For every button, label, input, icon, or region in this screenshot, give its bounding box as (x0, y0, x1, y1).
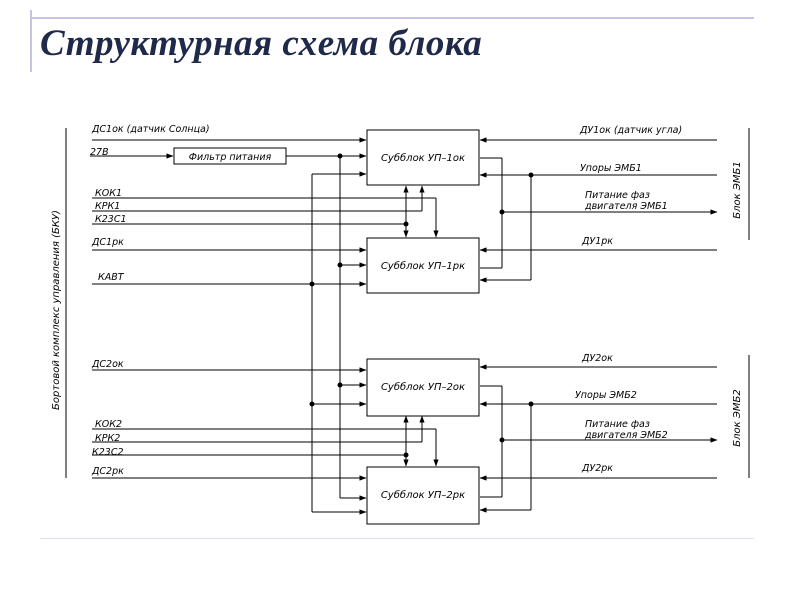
signal-k23s2: К23С2 (92, 447, 124, 458)
signal-pitanie-faz-1: Питание фаз (585, 190, 650, 201)
signal-27v: 27В (90, 147, 109, 158)
signal-krk2: КРК2 (95, 433, 120, 444)
signal-kok1: КОК1 (95, 188, 122, 199)
bku-label: Бортовой комплекс управления (БКУ) (51, 210, 62, 410)
subblock-1ok-label: Субблок УП–1ок (381, 152, 465, 164)
signal-du1ok: ДУ1ок (датчик угла) (579, 125, 682, 136)
emb1-label: Блок ЭМБ1 (732, 161, 743, 218)
signal-upory-emb1: Упоры ЭМБ1 (580, 163, 642, 174)
signal-du2rk: ДУ2рк (581, 463, 613, 474)
signal-kok2: КОК2 (95, 419, 122, 430)
signal-du1rk: ДУ1рк (581, 236, 613, 247)
signal-pitanie-faz-2: Питание фаз (585, 419, 650, 430)
signal-ds1rk: ДС1рк (91, 237, 124, 248)
signal-du2ok: ДУ2ок (581, 353, 613, 364)
filter-box (173, 147, 287, 165)
signal-ds1ok: ДС1ок (датчик Солнца) (91, 124, 210, 135)
subblock-1rk-label: Субблок УП–1рк (381, 260, 465, 272)
signal-upory-emb2: Упоры ЭМБ2 (575, 390, 637, 401)
signal-ds2rk: ДС2рк (91, 466, 124, 477)
wires (90, 137, 718, 515)
signal-dvigatelya-emb2: двигателя ЭМБ2 (584, 430, 668, 441)
signal-ds2ok: ДС2ок (91, 359, 124, 370)
left-accent-line (30, 10, 32, 72)
emb2-label: Блок ЭМБ2 (732, 389, 743, 446)
bottom-accent-line (40, 538, 754, 539)
subblock-1ok-box (366, 129, 480, 186)
signal-krk1: КРК1 (95, 201, 120, 212)
filter-label: Фильтр питания (189, 152, 272, 163)
signal-k23s1: К23С1 (95, 214, 127, 225)
top-accent-line (30, 17, 754, 19)
slide-title: Структурная схема блока (40, 23, 483, 64)
subblock-2rk-label: Субблок УП–2рк (381, 489, 465, 501)
subblock-2ok-label: Субблок УП–2ок (381, 381, 465, 393)
subblock-2rk-box (366, 466, 480, 525)
signal-kavt: КАВТ (98, 272, 125, 283)
subblock-1rk-box (366, 237, 480, 294)
junction-dots (309, 153, 534, 458)
signal-dvigatelya-emb1: двигателя ЭМБ1 (584, 201, 668, 212)
subblock-2ok-box (366, 358, 480, 417)
